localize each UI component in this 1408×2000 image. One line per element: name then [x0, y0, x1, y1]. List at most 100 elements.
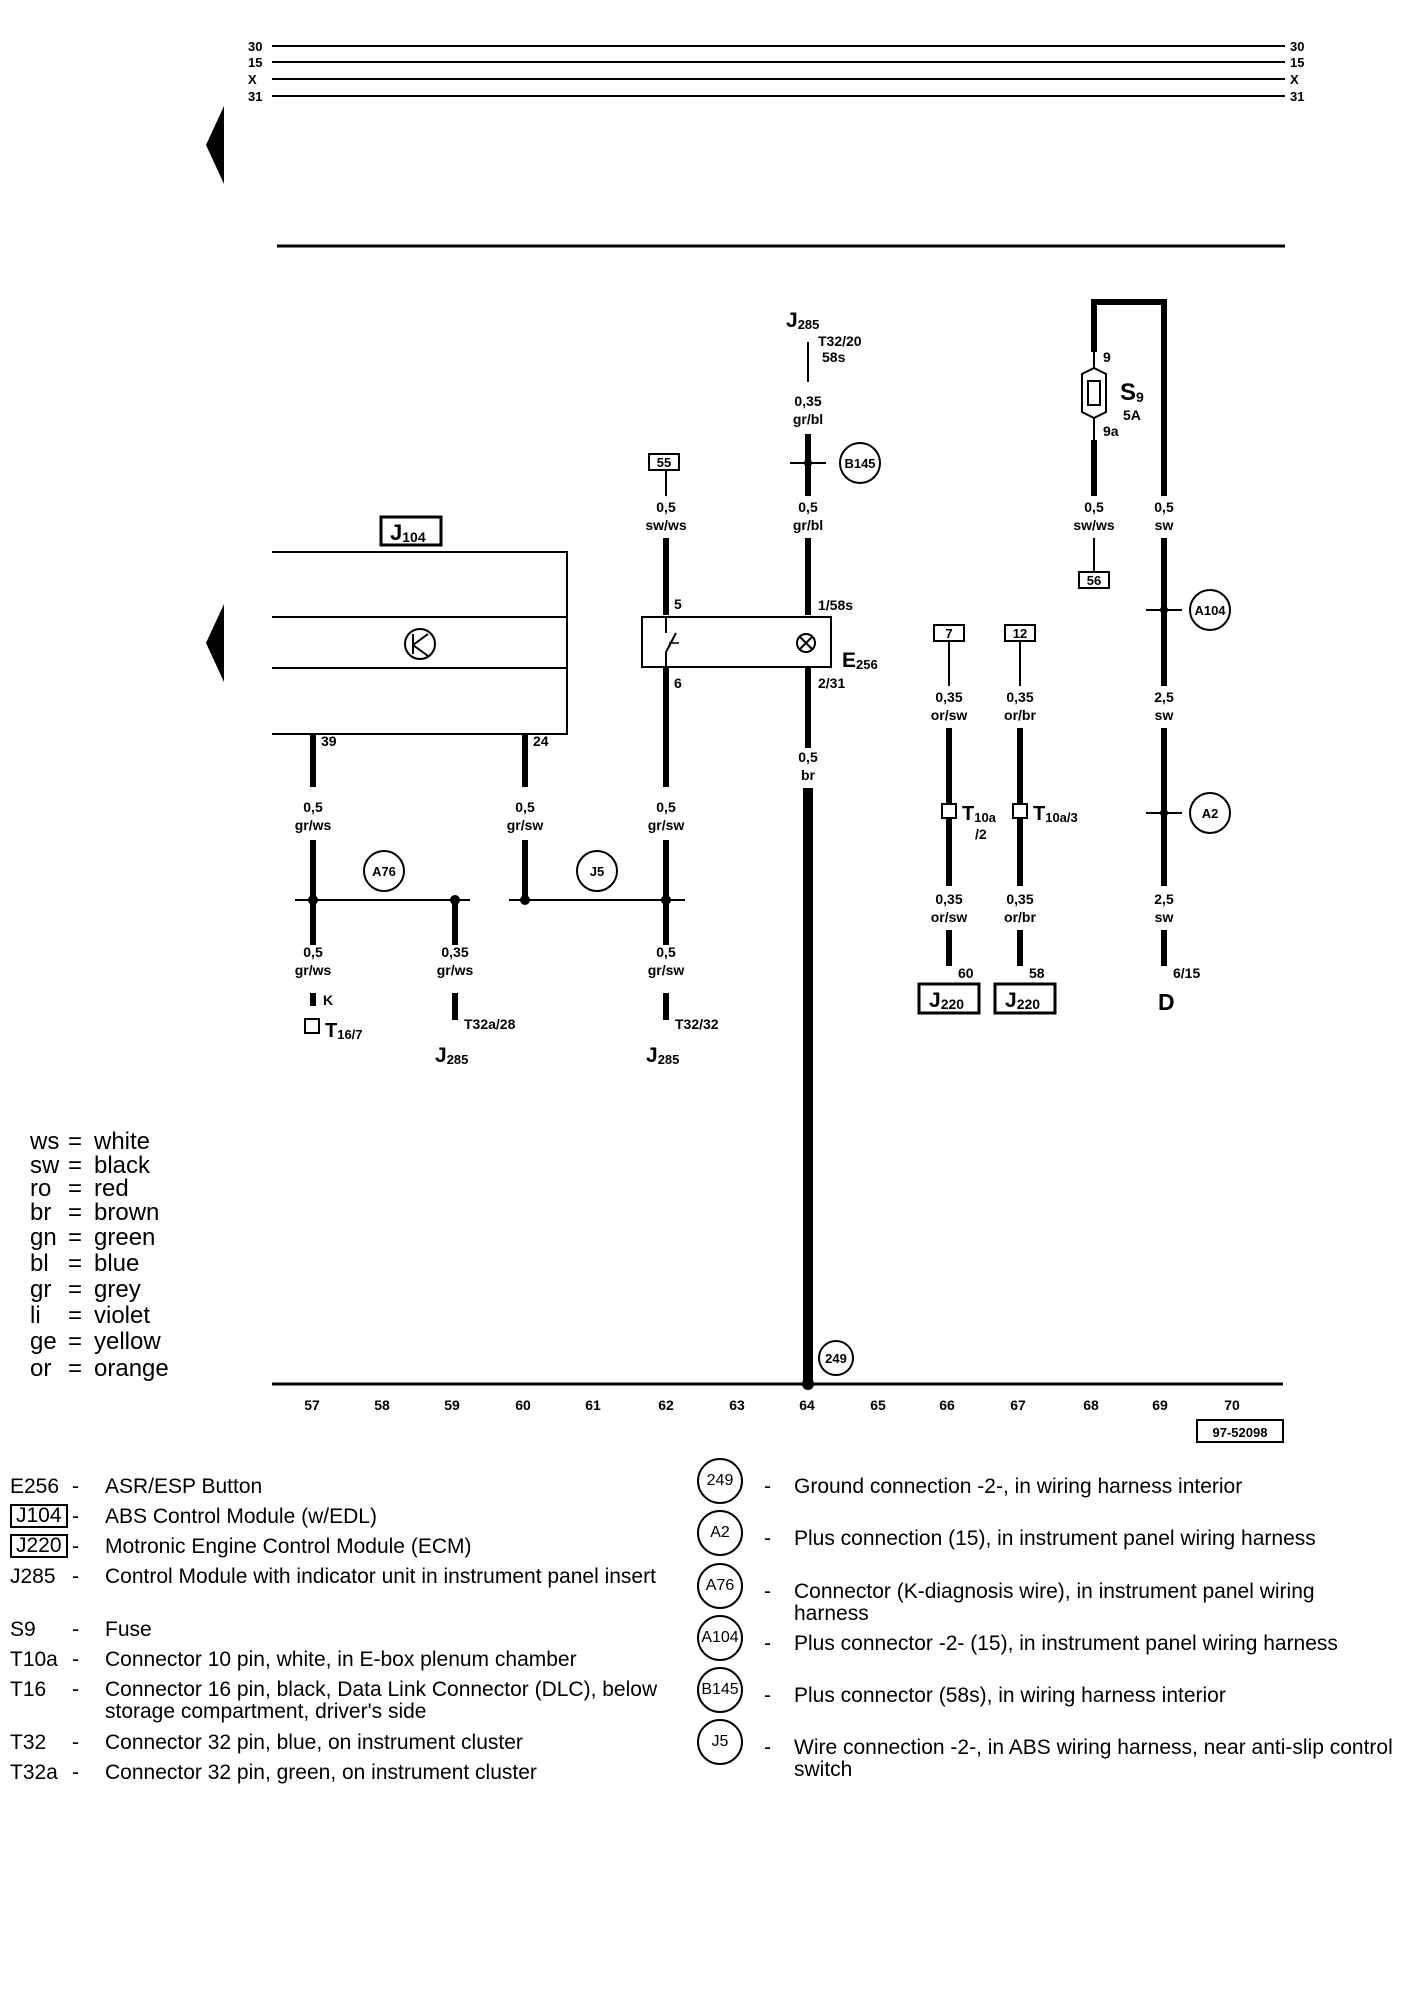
pin-label-58: 58 — [1029, 965, 1045, 981]
rail-label-15-left: 15 — [248, 55, 262, 70]
grid-number: 57 — [304, 1397, 320, 1413]
legend-dash: - — [764, 1632, 771, 1655]
grid-number: 64 — [799, 1397, 815, 1413]
connection-symbol: J5 — [697, 1719, 743, 1765]
component-description: Connector 16 pin, black, Data Link Conne… — [105, 1678, 658, 1723]
j285-label-top: J285 — [786, 309, 819, 332]
wire-color: sw/ws — [645, 517, 686, 533]
color-code: li — [30, 1302, 41, 1329]
s9-label: S9 — [1120, 379, 1144, 406]
wire-gauge: 0,35 — [935, 891, 962, 907]
pin-label-158s: 1/58s — [818, 597, 853, 613]
color-name: orange — [94, 1355, 169, 1382]
color-code: gr — [30, 1276, 52, 1303]
equals-sign: = — [68, 1276, 83, 1303]
rail-labels-left: 30 15 X 31 — [248, 39, 262, 104]
legend-dash: - — [764, 1475, 771, 1498]
component-description: Motronic Engine Control Module (ECM) — [105, 1535, 472, 1558]
legend-dash: - — [72, 1648, 79, 1671]
connection-symbol: 249 — [697, 1458, 743, 1504]
connection-label-b145: B145 — [844, 456, 875, 471]
t10a-label: T10a — [962, 803, 997, 825]
abs-symbol-icon-stroke — [412, 644, 429, 657]
fuse-icon — [1087, 380, 1101, 406]
j104-outline — [272, 551, 568, 735]
component-code: T32a — [10, 1761, 58, 1784]
connection-label-a2: A2 — [1202, 806, 1219, 821]
wire-color: sw — [1155, 517, 1174, 533]
component-code: S9 — [10, 1618, 36, 1641]
legend-dash: - — [764, 1527, 771, 1550]
j220-label: J220 — [929, 989, 964, 1012]
j104-label-box — [379, 515, 443, 547]
ref-box-56 — [1078, 571, 1110, 589]
wire-gauge: 2,5 — [1154, 891, 1174, 907]
e256-switch-box — [641, 616, 832, 668]
page-continuation-arrow-mid — [206, 604, 224, 682]
connection-legend: 249 - Ground connection -2-, in wiring h… — [0, 1458, 1408, 1806]
wire-color: gr/sw — [648, 962, 685, 978]
grid-number: 62 — [658, 1397, 674, 1413]
grid-number: 60 — [515, 1397, 531, 1413]
color-name: black — [94, 1152, 151, 1179]
component-description: Connector 32 pin, blue, on instrument cl… — [105, 1731, 523, 1754]
rail-label-31-right: 31 — [1290, 89, 1304, 104]
pin-label-t32-20: T32/20 — [818, 333, 862, 349]
connection-label-a104: A104 — [1194, 603, 1226, 618]
pin-label-231: 2/31 — [818, 675, 845, 691]
color-name: brown — [94, 1199, 160, 1226]
rail-labels-right: 30 15 X 31 — [1290, 39, 1304, 104]
connection-circle — [839, 442, 881, 484]
j220-label-box — [993, 982, 1057, 1015]
connection-circle — [363, 850, 405, 892]
wiring-diagram: 30 15 X 31 30 15 X 31 57 58 59 60 61 62 … — [206, 39, 1304, 1443]
j104-label: J104 — [390, 520, 426, 545]
pin-label-39: 39 — [321, 733, 337, 749]
color-code: gn — [30, 1224, 57, 1251]
wire-gauge: 0,5 — [798, 499, 818, 515]
pin-label-6: 6 — [674, 675, 682, 691]
equals-sign: = — [68, 1355, 83, 1382]
doc-number-box — [1196, 1419, 1284, 1443]
component-description: ASR/ESP Button — [105, 1475, 263, 1498]
connection-label: A76 — [372, 864, 396, 879]
component-code: E256 — [10, 1475, 60, 1498]
j104-module: J104 — [272, 515, 568, 735]
legend-dash: - — [72, 1565, 79, 1588]
color-name: white — [94, 1128, 151, 1155]
wire-color: sw/ws — [1073, 517, 1114, 533]
grid-number: 59 — [444, 1397, 460, 1413]
legend-dash: - — [72, 1761, 79, 1784]
color-name: grey — [94, 1276, 141, 1303]
component-code: T32 — [10, 1731, 47, 1754]
grid-number: 63 — [729, 1397, 745, 1413]
connection-symbol: A2 — [697, 1510, 743, 1556]
connection-circle — [1189, 792, 1231, 834]
pin-labels-left: 39 24 — [321, 733, 549, 749]
j285-label: J285 — [435, 1044, 468, 1067]
rail-label-15-right: 15 — [1290, 55, 1304, 70]
j285-label: J285 — [646, 1044, 679, 1067]
ref-box-55 — [648, 453, 680, 471]
color-code: ge — [30, 1328, 57, 1355]
color-name: violet — [94, 1302, 151, 1329]
legend-dash: - — [72, 1535, 79, 1558]
color-code: br — [30, 1199, 52, 1226]
ground-connection-circle — [818, 1340, 854, 1376]
component-description: Fuse — [105, 1618, 152, 1641]
equals-sign: = — [68, 1199, 83, 1226]
connector-symbol-icon — [304, 1018, 320, 1034]
color-name: red — [94, 1175, 129, 1202]
connection-description: Connector (K-diagnosis wire), in instrum… — [794, 1580, 1315, 1625]
grid-number: 65 — [870, 1397, 886, 1413]
abs-symbol-icon-stroke — [412, 633, 429, 646]
wire-color: or/br — [1004, 707, 1036, 723]
connection-description: Plus connection (15), in instrument pane… — [794, 1527, 1316, 1550]
wire-gauge: 2,5 — [1154, 689, 1174, 705]
wire-color: gr/ws — [437, 962, 474, 978]
connector-symbol-icon — [941, 803, 957, 819]
wire-color: gr/ws — [295, 962, 332, 978]
wire-gauge: 0,5 — [303, 944, 323, 960]
pin-label-9: 9 — [1103, 349, 1111, 365]
wire-color: or/sw — [931, 707, 968, 723]
